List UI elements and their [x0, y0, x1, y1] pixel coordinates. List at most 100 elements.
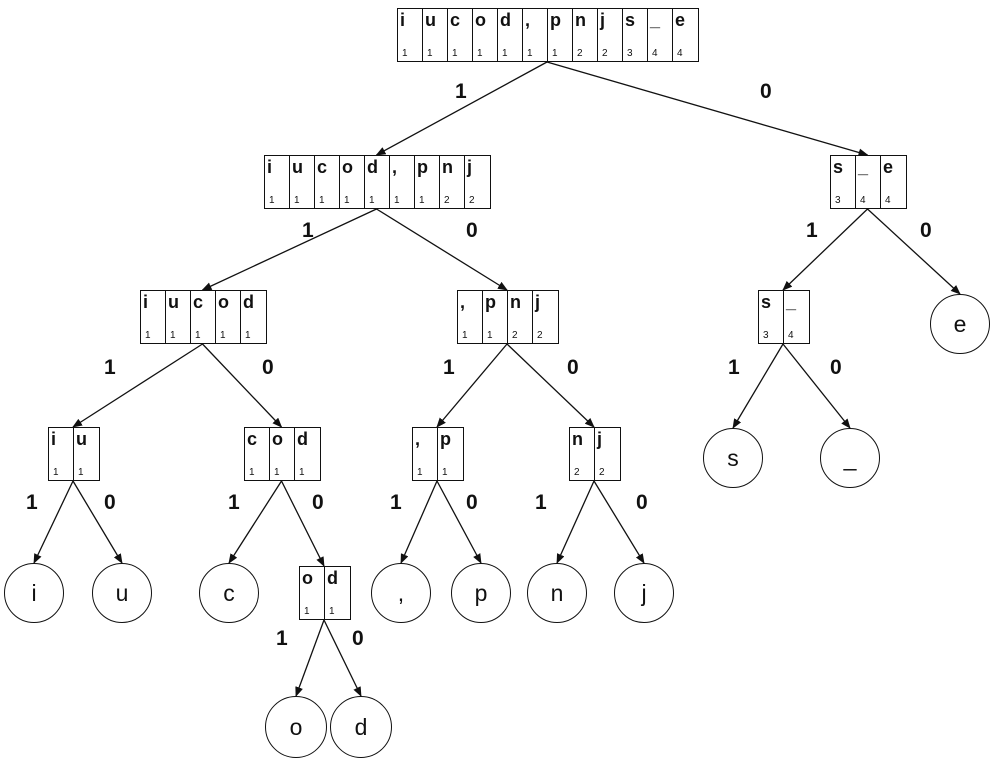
- leaf-c: c: [199, 563, 259, 623]
- edge-arrow: [506, 343, 595, 428]
- node-count: 1: [487, 330, 493, 341]
- edge-arrow: [201, 208, 377, 291]
- node-symbol: o: [342, 157, 353, 177]
- edge-bit-label: 0: [760, 80, 772, 103]
- node-symbol: o: [272, 429, 283, 449]
- node-count: 1: [402, 48, 408, 59]
- edge-bit-label: 0: [830, 356, 842, 379]
- edge-bit-label: 0: [352, 627, 364, 650]
- node-symbol: u: [425, 10, 436, 30]
- node-symbol: j: [600, 10, 606, 30]
- edge-arrow: [593, 480, 645, 564]
- node-symbol: n: [510, 292, 521, 312]
- node-symbol: u: [168, 292, 179, 312]
- node-symbol: s: [625, 10, 636, 30]
- node-count: 3: [763, 330, 769, 341]
- node-count: 1: [394, 195, 400, 206]
- node-symbol: d: [243, 292, 254, 312]
- leaf-underscore: _: [820, 428, 880, 488]
- edge-arrow: [323, 619, 362, 697]
- leaf-u: u: [92, 563, 152, 623]
- edge-bit-label: 0: [567, 356, 579, 379]
- node-symbol: i: [400, 10, 406, 30]
- node-cell: _4: [784, 291, 809, 343]
- node-cell: ,1: [413, 428, 438, 480]
- leaf-o: o: [265, 696, 327, 758]
- node-count: 4: [860, 195, 866, 206]
- node-count: 4: [885, 195, 891, 206]
- edge-arrow: [436, 343, 508, 428]
- edge-bit-label: 0: [104, 491, 116, 514]
- edge-bit-label: 1: [535, 491, 547, 514]
- edge-bit-label: 1: [302, 219, 314, 242]
- edge-arrow: [375, 61, 548, 156]
- node-count: 1: [329, 606, 335, 617]
- node-symbol: j: [597, 429, 603, 449]
- node-count: 1: [145, 330, 151, 341]
- node-count: 2: [537, 330, 543, 341]
- edge-bit-label: 0: [312, 491, 324, 514]
- node-symbol: i: [143, 292, 149, 312]
- node-symbol: n: [572, 429, 583, 449]
- leaf-i: i: [4, 563, 64, 623]
- edge-arrow: [228, 480, 283, 564]
- node-count: 2: [574, 467, 580, 478]
- node-count: 1: [442, 467, 448, 478]
- node-count: 1: [249, 467, 255, 478]
- node-count: 1: [53, 467, 59, 478]
- node-cell: _4: [856, 156, 881, 208]
- node-cell: ,1: [458, 291, 483, 343]
- edge-bit-label: 1: [455, 80, 467, 103]
- edge-arrow: [72, 343, 203, 428]
- node-symbol: d: [367, 157, 378, 177]
- edge-bit-label: 1: [26, 491, 38, 514]
- node-symbol: p: [440, 429, 451, 449]
- node-count: 1: [220, 330, 226, 341]
- node-count: 1: [552, 48, 558, 59]
- edge-bit-label: 0: [636, 491, 648, 514]
- edge-arrow: [295, 619, 325, 697]
- node-symbol: e: [883, 157, 894, 177]
- edge-arrow: [732, 343, 784, 429]
- node-count: 2: [602, 48, 608, 59]
- node-count: 1: [419, 195, 425, 206]
- node-count: 3: [835, 195, 841, 206]
- leaf-p: p: [451, 563, 511, 623]
- edge-arrow: [546, 61, 869, 157]
- node-count: 2: [444, 195, 450, 206]
- node-symbol: j: [535, 292, 541, 312]
- node-symbol: p: [417, 157, 428, 177]
- leaf-d: d: [330, 696, 392, 758]
- node-count: 1: [417, 467, 423, 478]
- node-cell: ,1: [390, 156, 415, 208]
- node-count: 1: [195, 330, 201, 341]
- leaf-comma: ,: [371, 563, 431, 623]
- node-symbol: j: [467, 157, 473, 177]
- node-symbol: ,: [415, 429, 421, 449]
- node-count: 1: [369, 195, 375, 206]
- edge-arrow: [280, 480, 325, 567]
